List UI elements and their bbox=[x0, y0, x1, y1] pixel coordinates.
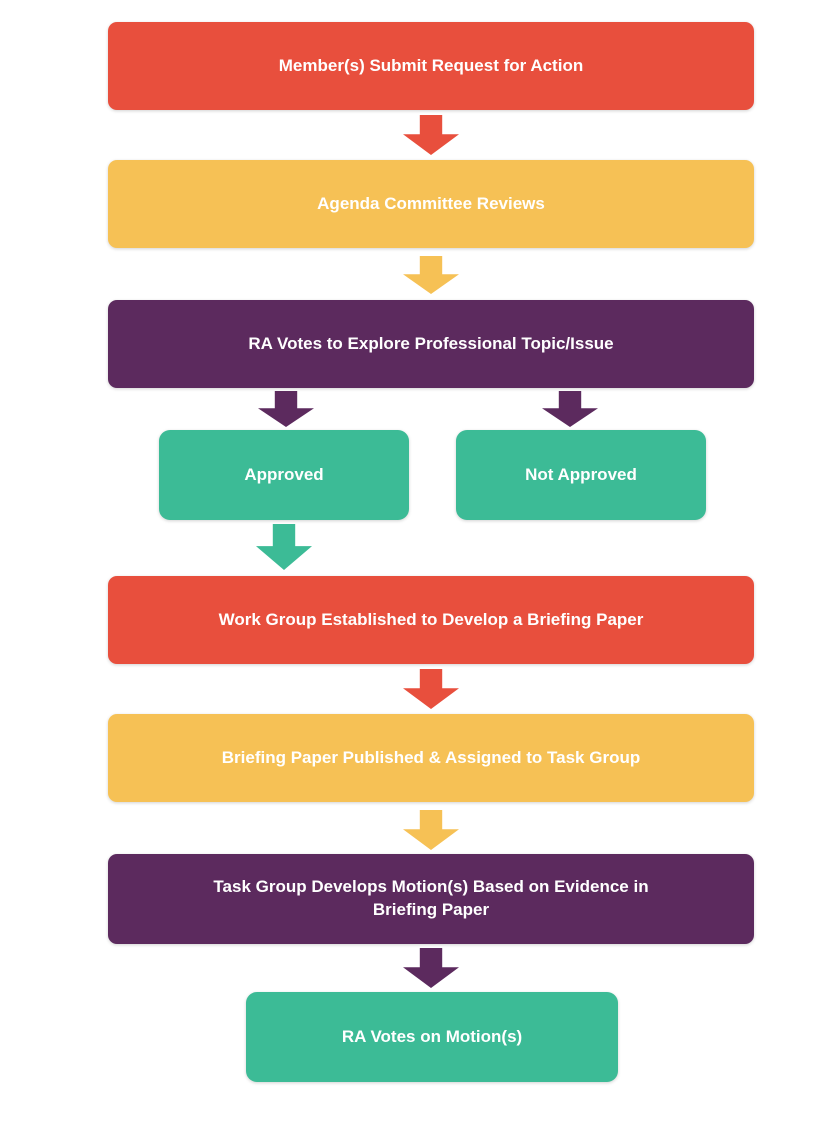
down-arrow-icon bbox=[403, 669, 459, 709]
down-arrow-icon bbox=[256, 524, 312, 570]
down-arrow-icon bbox=[403, 948, 459, 988]
node-work-group-label: Work Group Established to Develop a Brie… bbox=[218, 609, 644, 629]
node-approved: Approved bbox=[159, 430, 409, 520]
node-not-approved: Not Approved bbox=[456, 430, 706, 520]
node-task-group-motions-label: Task Group Develops Motion(s) Based on E… bbox=[213, 877, 649, 919]
node-ra-votes-explore-label: RA Votes to Explore Professional Topic/I… bbox=[248, 333, 614, 353]
node-submit-request-label: Member(s) Submit Request for Action bbox=[278, 55, 584, 75]
node-agenda-review: Agenda Committee Reviews bbox=[108, 160, 754, 248]
down-arrow-icon bbox=[258, 391, 314, 427]
node-ra-votes-motions-label: RA Votes on Motion(s) bbox=[341, 1026, 523, 1046]
node-work-group: Work Group Established to Develop a Brie… bbox=[108, 576, 754, 664]
down-arrow-icon bbox=[403, 115, 459, 155]
down-arrow-icon bbox=[403, 256, 459, 294]
node-agenda-review-label: Agenda Committee Reviews bbox=[317, 193, 545, 213]
node-ra-votes-explore: RA Votes to Explore Professional Topic/I… bbox=[108, 300, 754, 388]
node-approved-label: Approved bbox=[244, 464, 324, 484]
node-submit-request: Member(s) Submit Request for Action bbox=[108, 22, 754, 110]
down-arrow-icon bbox=[542, 391, 598, 427]
node-not-approved-label: Not Approved bbox=[525, 464, 637, 484]
node-briefing-published-label: Briefing Paper Published & Assigned to T… bbox=[221, 747, 641, 767]
down-arrow-icon bbox=[403, 810, 459, 850]
node-task-group-motions: Task Group Develops Motion(s) Based on E… bbox=[108, 854, 754, 944]
node-ra-votes-motions: RA Votes on Motion(s) bbox=[246, 992, 618, 1082]
node-briefing-published: Briefing Paper Published & Assigned to T… bbox=[108, 714, 754, 802]
